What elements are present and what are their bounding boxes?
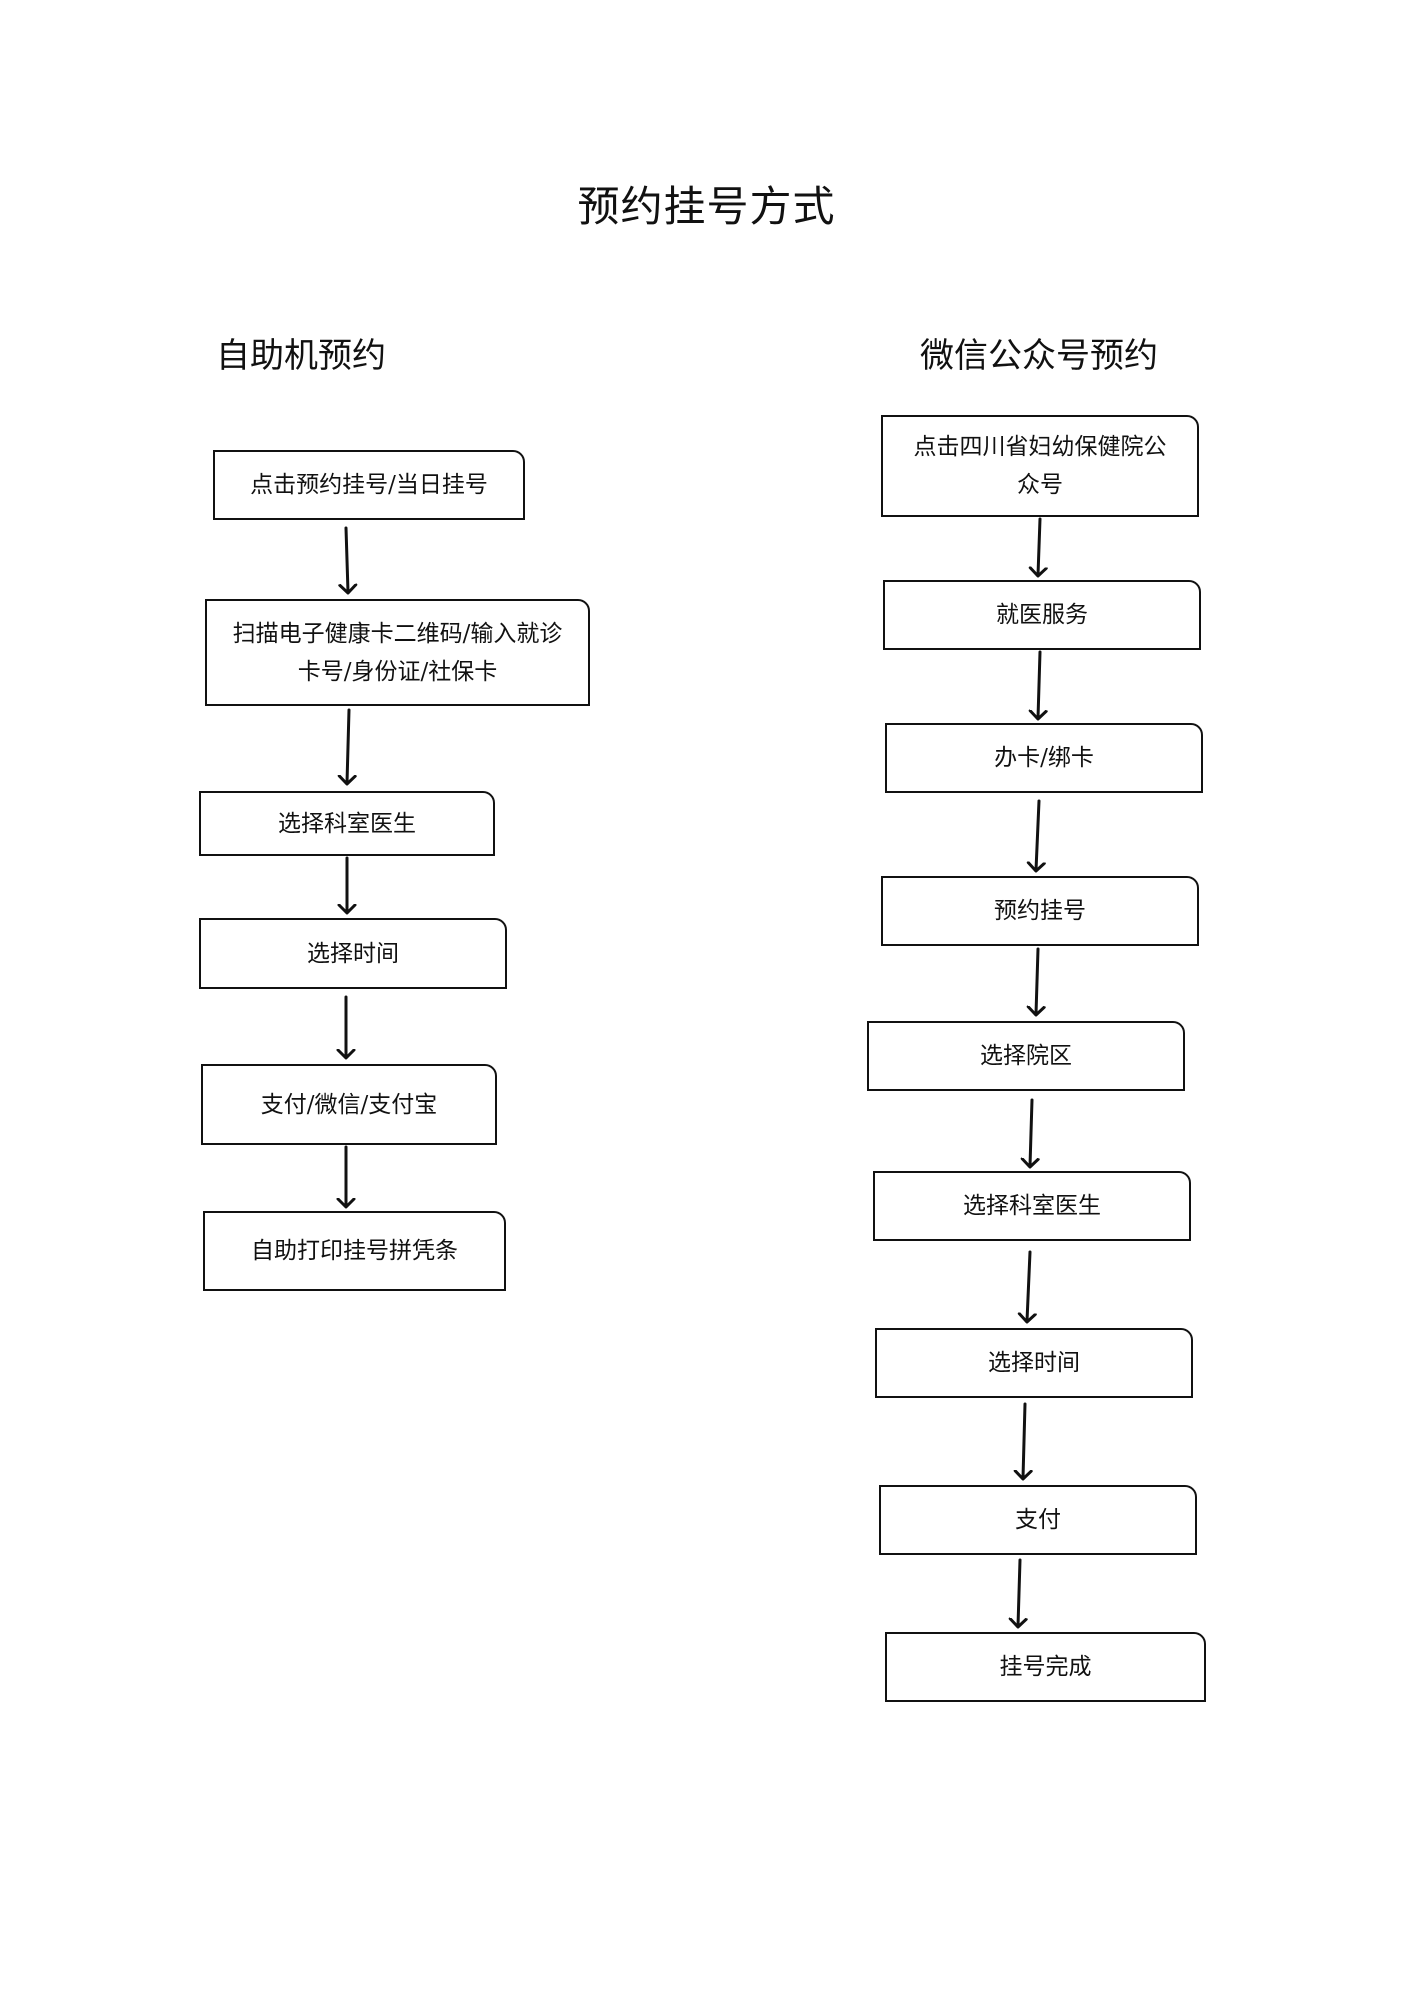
wechat-step-9-label: 挂号完成: [999, 1654, 1092, 1680]
wechat-arrow-1: [1038, 517, 1040, 575]
wechat-step-3-box: 办卡/绑卡: [885, 723, 1203, 793]
wechat-step-5-label: 选择院区: [980, 1043, 1072, 1069]
kiosk-step-1-label: 点击预约挂号/当日挂号: [250, 472, 488, 498]
kiosk-step-5-label: 支付/微信/支付宝: [260, 1091, 438, 1118]
wechat-step-6-label: 选择科室医生: [963, 1193, 1101, 1219]
kiosk-step-3-label: 选择科室医生: [278, 810, 416, 837]
kiosk-step-4-label: 选择时间: [307, 940, 399, 967]
kiosk-arrow-1: [346, 526, 348, 592]
kiosk-step-4-box: 选择时间: [199, 918, 507, 989]
wechat-arrow-5: [1030, 1098, 1032, 1166]
wechat-step-3-label: 办卡/绑卡: [994, 745, 1094, 771]
wechat-step-7-box: 选择时间: [875, 1328, 1193, 1398]
kiosk-step-6-label: 自助打印挂号拼凭条: [251, 1238, 458, 1264]
wechat-step-8-label: 支付: [1015, 1507, 1061, 1533]
kiosk-heading: 自助机预约: [216, 336, 386, 376]
wechat-step-1-label: 点击四川省妇幼保健院公众号: [913, 434, 1167, 498]
wechat-step-4-box: 预约挂号: [881, 876, 1199, 946]
kiosk-step-6-box: 自助打印挂号拼凭条: [203, 1211, 506, 1291]
wechat-step-7-label: 选择时间: [988, 1350, 1080, 1376]
kiosk-step-5-box: 支付/微信/支付宝: [201, 1064, 497, 1145]
kiosk-step-3-box: 选择科室医生: [199, 791, 495, 856]
kiosk-step-2-label: 扫描电子健康卡二维码/输入就诊卡号/身份证/社保卡: [232, 620, 563, 685]
wechat-arrow-6: [1027, 1250, 1030, 1321]
wechat-arrow-3: [1036, 799, 1039, 870]
kiosk-arrow-2: [347, 708, 349, 783]
wechat-arrow-2: [1038, 650, 1040, 718]
page-title: 预约挂号方式: [577, 182, 836, 231]
wechat-step-9-box: 挂号完成: [885, 1632, 1206, 1702]
wechat-heading: 微信公众号预约: [920, 336, 1158, 376]
wechat-step-1-box: 点击四川省妇幼保健院公众号: [881, 415, 1199, 517]
wechat-arrow-8: [1018, 1558, 1020, 1626]
wechat-step-4-label: 预约挂号: [994, 898, 1086, 924]
wechat-step-2-box: 就医服务: [883, 580, 1201, 650]
wechat-step-8-box: 支付: [879, 1485, 1197, 1555]
kiosk-step-2-box: 扫描电子健康卡二维码/输入就诊卡号/身份证/社保卡: [205, 599, 590, 706]
wechat-arrow-4: [1036, 947, 1038, 1014]
wechat-step-5-box: 选择院区: [867, 1021, 1185, 1091]
wechat-step-6-box: 选择科室医生: [873, 1171, 1191, 1241]
wechat-arrow-7: [1023, 1402, 1025, 1478]
wechat-step-2-label: 就医服务: [996, 602, 1088, 628]
kiosk-step-1-box: 点击预约挂号/当日挂号: [213, 450, 525, 520]
